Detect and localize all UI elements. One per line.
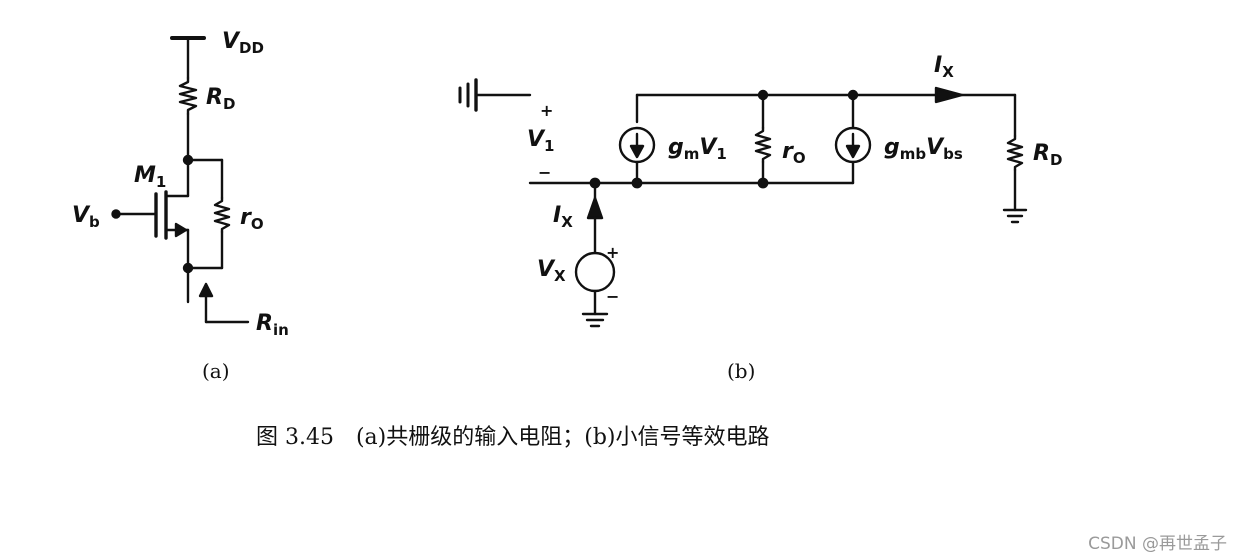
ro-label-a: rO bbox=[240, 205, 264, 233]
figure-caption: 图 3.45 (a)共栅级的输入电阻；(b)小信号等效电路 bbox=[256, 425, 770, 450]
vb-label: Vb bbox=[72, 203, 100, 231]
m1-label: M1 bbox=[134, 163, 166, 191]
watermark: CSDN @再世孟子 bbox=[1088, 534, 1227, 554]
gmb-label: gmbVbs bbox=[884, 135, 963, 163]
vx-label: VX bbox=[537, 257, 566, 285]
ix-top-arrow bbox=[934, 86, 964, 104]
vx-plus-label: + bbox=[606, 243, 619, 262]
rin-arrow-head bbox=[198, 282, 214, 298]
mosfet-source-arrow bbox=[174, 222, 188, 238]
rd-resistor-b bbox=[1006, 134, 1024, 172]
rd-label-b: RD bbox=[1033, 141, 1062, 169]
rd-resistor-a bbox=[178, 76, 198, 116]
panel-label-b: (b) bbox=[727, 359, 755, 383]
gm-label: gmV1 bbox=[668, 135, 727, 163]
ix-left-label: IX bbox=[553, 203, 573, 231]
v1-plus-label: + bbox=[540, 101, 553, 120]
ro-label-b: rO bbox=[782, 139, 806, 167]
ro-resistor-a bbox=[213, 196, 231, 234]
gm-arrow-head bbox=[629, 144, 645, 159]
circuit-b bbox=[458, 78, 1028, 328]
vdd-label: VDD bbox=[222, 29, 264, 57]
rin-label: Rin bbox=[256, 311, 289, 339]
circuit-a bbox=[111, 36, 250, 324]
vx-minus-label: − bbox=[606, 287, 619, 306]
panel-label-a: (a) bbox=[202, 359, 230, 383]
v1-label: V1 bbox=[527, 127, 554, 155]
v1-minus-label: − bbox=[538, 163, 551, 182]
gmb-arrow-head bbox=[845, 144, 861, 159]
ix-top-label: IX bbox=[934, 53, 954, 81]
rd-label-a: RD bbox=[206, 85, 235, 113]
ro-resistor-b bbox=[754, 126, 772, 164]
ix-left-arrow bbox=[586, 196, 604, 220]
gate-node bbox=[111, 209, 121, 219]
